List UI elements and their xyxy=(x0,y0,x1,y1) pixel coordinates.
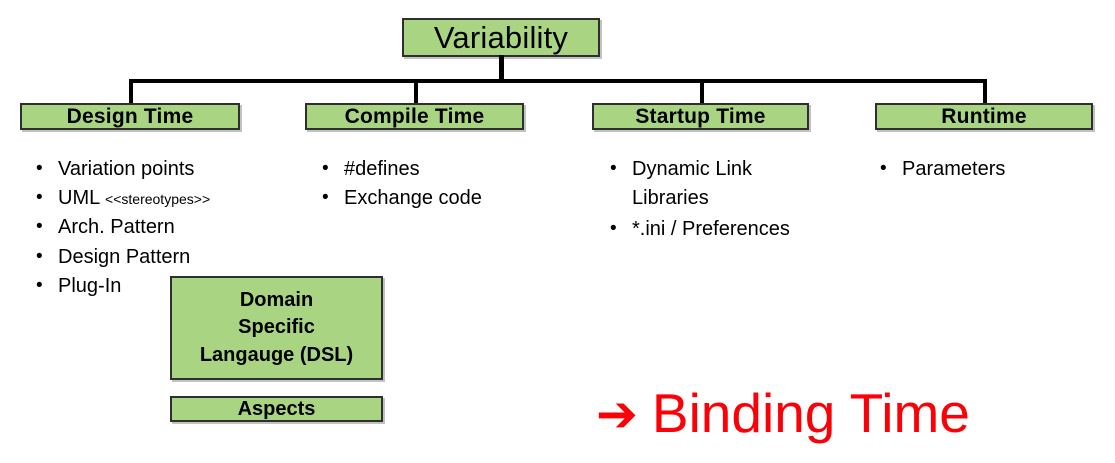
list-item: • UML <<stereotypes>> xyxy=(36,184,286,213)
list-item-stereotype-text: <<stereotypes>> xyxy=(105,191,211,208)
connector-horizontal-bus xyxy=(129,79,987,83)
connector-drop-startup-time xyxy=(700,79,704,105)
list-item: • *.ini / Preferences xyxy=(610,215,810,244)
list-item-label: Design Pattern xyxy=(58,245,191,268)
connector-root-stem xyxy=(499,55,504,82)
bullet-icon: • xyxy=(36,158,43,179)
connector-drop-design-time xyxy=(129,79,133,105)
dsl-line-3: Langauge (DSL) xyxy=(199,343,354,366)
list-item-label: Exchange code xyxy=(344,187,482,210)
bullet-icon: • xyxy=(36,274,43,296)
connector-drop-runtime xyxy=(983,79,987,105)
list-item: • Variation points xyxy=(36,155,286,184)
dsl-line-1: Domain xyxy=(239,288,314,311)
list-item-label: Variation points xyxy=(58,158,195,180)
category-label-compile-time: Compile Time xyxy=(344,104,485,128)
list-item-main-text: UML xyxy=(58,187,106,210)
bullet-icon: • xyxy=(610,218,617,240)
right-arrow-icon: ➔ xyxy=(596,384,638,443)
list-item-label: *.ini / Preferences xyxy=(632,218,790,241)
bullet-list-compile-time: • #defines • Exchange code xyxy=(322,155,552,213)
bullet-list-design-time: • Variation points • UML <<stereotypes>>… xyxy=(36,155,286,301)
bullet-icon: • xyxy=(36,245,43,267)
connector-drop-compile-time xyxy=(414,79,418,105)
box-aspects[interactable]: Aspects xyxy=(170,396,383,422)
dsl-line-2: Specific xyxy=(238,316,315,339)
list-item: • #defines xyxy=(322,155,552,184)
bullet-icon: • xyxy=(322,158,329,179)
binding-time-annotation: ➔ Binding Time xyxy=(596,386,970,441)
list-item-label: UML <<stereotypes>> xyxy=(58,184,286,213)
category-box-compile-time[interactable]: Compile Time xyxy=(305,103,524,130)
root-box-variability[interactable]: Variability xyxy=(402,18,600,57)
list-item-label: Arch. Pattern xyxy=(58,216,175,239)
bullet-icon: • xyxy=(880,158,887,179)
bullet-icon: • xyxy=(36,216,43,238)
box-domain-specific-language[interactable]: Domain Specific Langauge (DSL) xyxy=(170,276,383,380)
bullet-icon: • xyxy=(322,187,329,209)
list-item: • Parameters xyxy=(880,155,1090,184)
binding-time-label: Binding Time xyxy=(651,382,970,444)
list-item-label: #defines xyxy=(344,158,420,180)
list-item: • Plug-In xyxy=(36,272,286,301)
list-item: • Exchange code xyxy=(322,184,552,213)
category-label-design-time: Design Time xyxy=(66,104,194,128)
category-label-startup-time: Startup Time xyxy=(635,104,766,128)
category-box-startup-time[interactable]: Startup Time xyxy=(592,103,809,130)
category-box-design-time[interactable]: Design Time xyxy=(20,103,240,130)
list-item-label: Plug-In xyxy=(58,274,122,297)
list-item-label: Parameters xyxy=(902,158,1006,180)
list-item: • Design Pattern xyxy=(36,243,286,272)
list-item: • Dynamic Link Libraries xyxy=(610,155,810,213)
list-item: • Arch. Pattern xyxy=(36,213,286,242)
root-box-label: Variability xyxy=(433,19,569,55)
bullet-icon: • xyxy=(36,187,43,209)
bullet-list-startup-time: • Dynamic Link Libraries • *.ini / Prefe… xyxy=(610,155,810,245)
category-label-runtime: Runtime xyxy=(941,104,1027,128)
bullet-list-runtime: • Parameters xyxy=(880,155,1090,184)
category-box-runtime[interactable]: Runtime xyxy=(875,103,1093,130)
list-item-label: Dynamic Link Libraries xyxy=(632,158,753,210)
aspects-label: Aspects xyxy=(237,397,316,420)
bullet-icon: • xyxy=(610,158,617,179)
